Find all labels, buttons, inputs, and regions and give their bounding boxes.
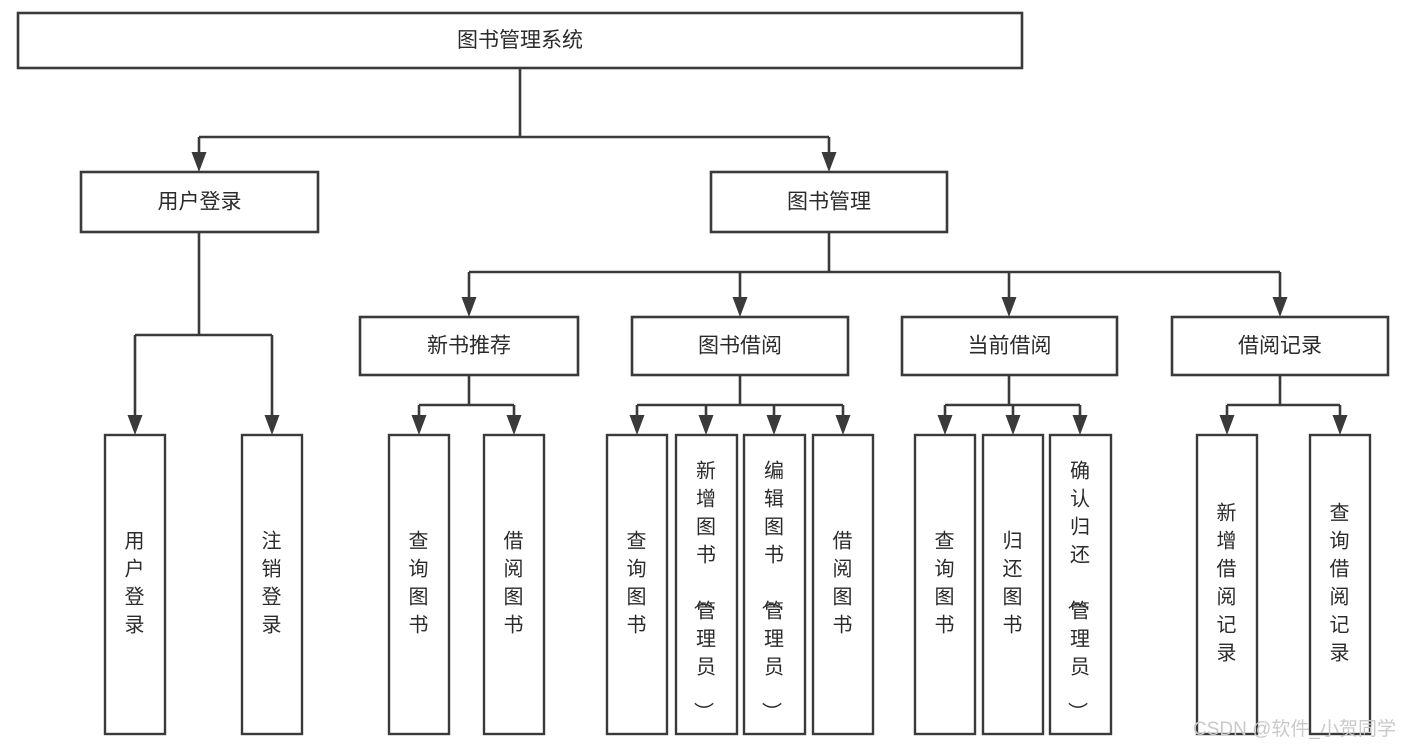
node-label: 查询图书 — [409, 530, 430, 637]
connector-group — [127, 232, 280, 435]
arrow-head-icon — [1272, 297, 1288, 317]
arrow-head-icon — [191, 152, 207, 172]
node-box[interactable] — [387, 433, 451, 736]
node-current-borrow[interactable]: 当前借阅 — [900, 315, 1119, 377]
arrow-head-icon — [1219, 415, 1235, 435]
node-label: 当前借阅 — [968, 335, 1052, 358]
arrow-head-icon — [1332, 415, 1348, 435]
arrow-head-icon — [506, 415, 522, 435]
connector-group — [629, 375, 851, 435]
node-box[interactable] — [482, 433, 546, 736]
arrow-head-icon — [835, 415, 851, 435]
node-user-login[interactable]: 用户登录 — [79, 170, 320, 234]
connector-group — [1219, 375, 1348, 435]
node-label: 用户登录 — [158, 191, 242, 214]
node-box[interactable] — [674, 433, 739, 736]
node-label: 查询图书 — [935, 530, 956, 637]
node-book-borrow[interactable]: 图书借阅 — [630, 315, 850, 377]
node-new-book-recommend[interactable]: 新书推荐 — [358, 315, 580, 377]
connector-group — [191, 68, 837, 172]
watermark-label: CSDN @软件_小贺同学 — [1193, 718, 1396, 740]
connector-group — [937, 375, 1088, 435]
node-box[interactable] — [1195, 433, 1259, 736]
node-box[interactable] — [1048, 433, 1113, 736]
arrow-head-icon — [732, 297, 748, 317]
node-borrow-record[interactable]: 借阅记录 — [1170, 315, 1390, 377]
node-box[interactable] — [742, 433, 807, 736]
node-label: 新书推荐 — [427, 335, 511, 358]
node-label: 新增图书（管理员） — [691, 460, 717, 723]
connector-layer — [127, 68, 1348, 435]
node-box[interactable] — [900, 315, 1119, 377]
node-label: 确认归还（管理员） — [1065, 460, 1091, 723]
node-label: 用户登录 — [125, 531, 146, 637]
node-box[interactable] — [811, 433, 875, 736]
node-box[interactable] — [709, 170, 949, 234]
node-box[interactable] — [103, 433, 167, 736]
node-leaf-logout[interactable]: 注销登录 — [240, 433, 304, 736]
node-leaf-query-book-2[interactable]: 查询图书 — [605, 433, 669, 736]
node-leaf-add-book[interactable]: 新增图书（管理员） — [674, 433, 739, 736]
node-label: 归还图书 — [1003, 530, 1024, 637]
node-box[interactable] — [358, 315, 580, 377]
node-label: 图书借阅 — [698, 335, 782, 358]
arrow-head-icon — [937, 415, 953, 435]
arrow-head-icon — [127, 415, 143, 435]
node-box[interactable] — [79, 170, 320, 234]
node-layer: 图书管理系统用户登录图书管理新书推荐图书借阅当前借阅借阅记录用户登录注销登录查询… — [16, 11, 1390, 736]
arrow-head-icon — [1001, 297, 1017, 317]
node-leaf-query-book-3[interactable]: 查询图书 — [913, 433, 977, 736]
node-label: 借阅图书 — [833, 530, 854, 637]
node-label: 图书管理 — [787, 191, 871, 214]
node-box[interactable] — [630, 315, 850, 377]
node-box[interactable] — [1308, 433, 1372, 736]
node-leaf-add-record[interactable]: 新增借阅记录 — [1195, 433, 1259, 736]
arrow-head-icon — [821, 152, 837, 172]
arrow-head-icon — [461, 297, 477, 317]
node-box[interactable] — [16, 11, 1024, 70]
connector-group — [461, 232, 1288, 317]
node-leaf-return-book[interactable]: 归还图书 — [981, 433, 1045, 736]
node-label: 借阅记录 — [1238, 335, 1322, 358]
node-leaf-query-record[interactable]: 查询借阅记录 — [1308, 433, 1372, 736]
node-box[interactable] — [981, 433, 1045, 736]
arrow-head-icon — [411, 415, 427, 435]
node-leaf-edit-book[interactable]: 编辑图书（管理员） — [742, 433, 807, 736]
node-label: 借阅图书 — [504, 530, 525, 637]
node-leaf-confirm-return[interactable]: 确认归还（管理员） — [1048, 433, 1113, 736]
arrow-head-icon — [766, 415, 782, 435]
node-label: 查询图书 — [627, 530, 648, 637]
node-box[interactable] — [1170, 315, 1390, 377]
node-leaf-borrow-book-1[interactable]: 借阅图书 — [482, 433, 546, 736]
connector-group — [411, 375, 522, 435]
node-label: 查询借阅记录 — [1330, 502, 1351, 665]
node-box[interactable] — [605, 433, 669, 736]
node-label: 注销登录 — [262, 530, 283, 637]
node-label: 图书管理系统 — [457, 29, 583, 52]
node-leaf-user-login[interactable]: 用户登录 — [103, 433, 167, 736]
node-label: 新增借阅记录 — [1217, 502, 1238, 665]
node-book-manage[interactable]: 图书管理 — [709, 170, 949, 234]
node-box[interactable] — [240, 433, 304, 736]
node-label: 编辑图书（管理员） — [759, 460, 785, 723]
arrow-head-icon — [1072, 415, 1088, 435]
arrow-head-icon — [629, 415, 645, 435]
arrow-head-icon — [1005, 415, 1021, 435]
node-root[interactable]: 图书管理系统 — [16, 11, 1024, 70]
arrow-head-icon — [264, 415, 280, 435]
node-leaf-query-book-1[interactable]: 查询图书 — [387, 433, 451, 736]
node-leaf-borrow-book-2[interactable]: 借阅图书 — [811, 433, 875, 736]
arrow-head-icon — [698, 415, 714, 435]
node-box[interactable] — [913, 433, 977, 736]
